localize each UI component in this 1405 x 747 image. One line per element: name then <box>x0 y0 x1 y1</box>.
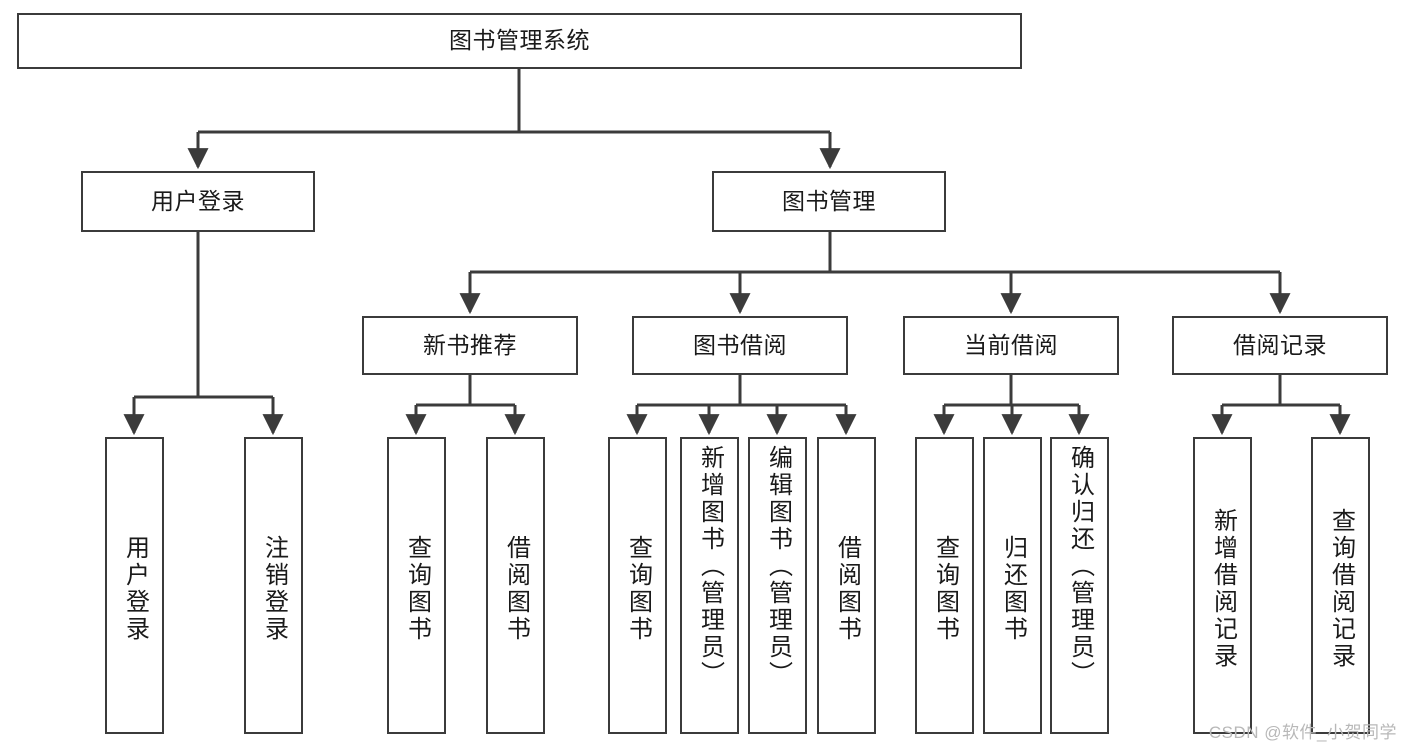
leaf-add-book-admin-label: 新增图书（管理员） <box>696 445 724 688</box>
leaf-borrow-book-label: 借阅图书 <box>833 534 861 643</box>
leaf-query-book-borrow[interactable]: 查询图书 <box>608 437 667 734</box>
leaf-user-login-label: 用户登录 <box>121 534 149 643</box>
leaf-return-book[interactable]: 归还图书 <box>983 437 1042 734</box>
node-new-book-recommend[interactable]: 新书推荐 <box>362 316 578 375</box>
leaf-add-borrow-record[interactable]: 新增借阅记录 <box>1193 437 1252 734</box>
node-user-login-label: 用户登录 <box>151 187 245 214</box>
node-borrow-record-label: 借阅记录 <box>1233 331 1327 358</box>
node-current-borrow-label: 当前借阅 <box>964 331 1058 358</box>
leaf-logout-label: 注销登录 <box>260 534 288 643</box>
node-book-borrow[interactable]: 图书借阅 <box>632 316 848 375</box>
leaf-confirm-return-admin[interactable]: 确认归还（管理员） <box>1050 437 1109 734</box>
leaf-borrow-book-recommend-label: 借阅图书 <box>502 534 530 643</box>
leaf-query-book-borrow-label: 查询图书 <box>624 534 652 643</box>
leaf-edit-book-admin[interactable]: 编辑图书（管理员） <box>748 437 807 734</box>
node-root-label: 图书管理系统 <box>449 27 590 54</box>
leaf-query-borrow-record[interactable]: 查询借阅记录 <box>1311 437 1370 734</box>
leaf-query-book-recommend[interactable]: 查询图书 <box>387 437 446 734</box>
node-new-book-recommend-label: 新书推荐 <box>423 331 517 358</box>
leaf-query-book-current-label: 查询图书 <box>931 534 959 643</box>
leaf-logout[interactable]: 注销登录 <box>244 437 303 734</box>
leaf-edit-book-admin-label: 编辑图书（管理员） <box>764 445 792 688</box>
leaf-user-login[interactable]: 用户登录 <box>105 437 164 734</box>
leaf-add-book-admin[interactable]: 新增图书（管理员） <box>680 437 739 734</box>
leaf-query-borrow-record-label: 查询借阅记录 <box>1327 507 1355 670</box>
leaf-borrow-book[interactable]: 借阅图书 <box>817 437 876 734</box>
node-book-borrow-label: 图书借阅 <box>693 331 787 358</box>
node-borrow-record[interactable]: 借阅记录 <box>1172 316 1388 375</box>
leaf-query-book-current[interactable]: 查询图书 <box>915 437 974 734</box>
leaf-borrow-book-recommend[interactable]: 借阅图书 <box>486 437 545 734</box>
node-root[interactable]: 图书管理系统 <box>17 13 1022 69</box>
leaf-return-book-label: 归还图书 <box>999 534 1027 643</box>
leaf-confirm-return-admin-label: 确认归还（管理员） <box>1066 445 1094 688</box>
node-user-login[interactable]: 用户登录 <box>81 171 315 232</box>
node-current-borrow[interactable]: 当前借阅 <box>903 316 1119 375</box>
node-book-management[interactable]: 图书管理 <box>712 171 946 232</box>
leaf-query-book-recommend-label: 查询图书 <box>403 534 431 643</box>
watermark-text: CSDN @软件_小贺同学 <box>1208 723 1397 742</box>
leaf-add-borrow-record-label: 新增借阅记录 <box>1209 507 1237 670</box>
node-book-management-label: 图书管理 <box>782 187 876 214</box>
